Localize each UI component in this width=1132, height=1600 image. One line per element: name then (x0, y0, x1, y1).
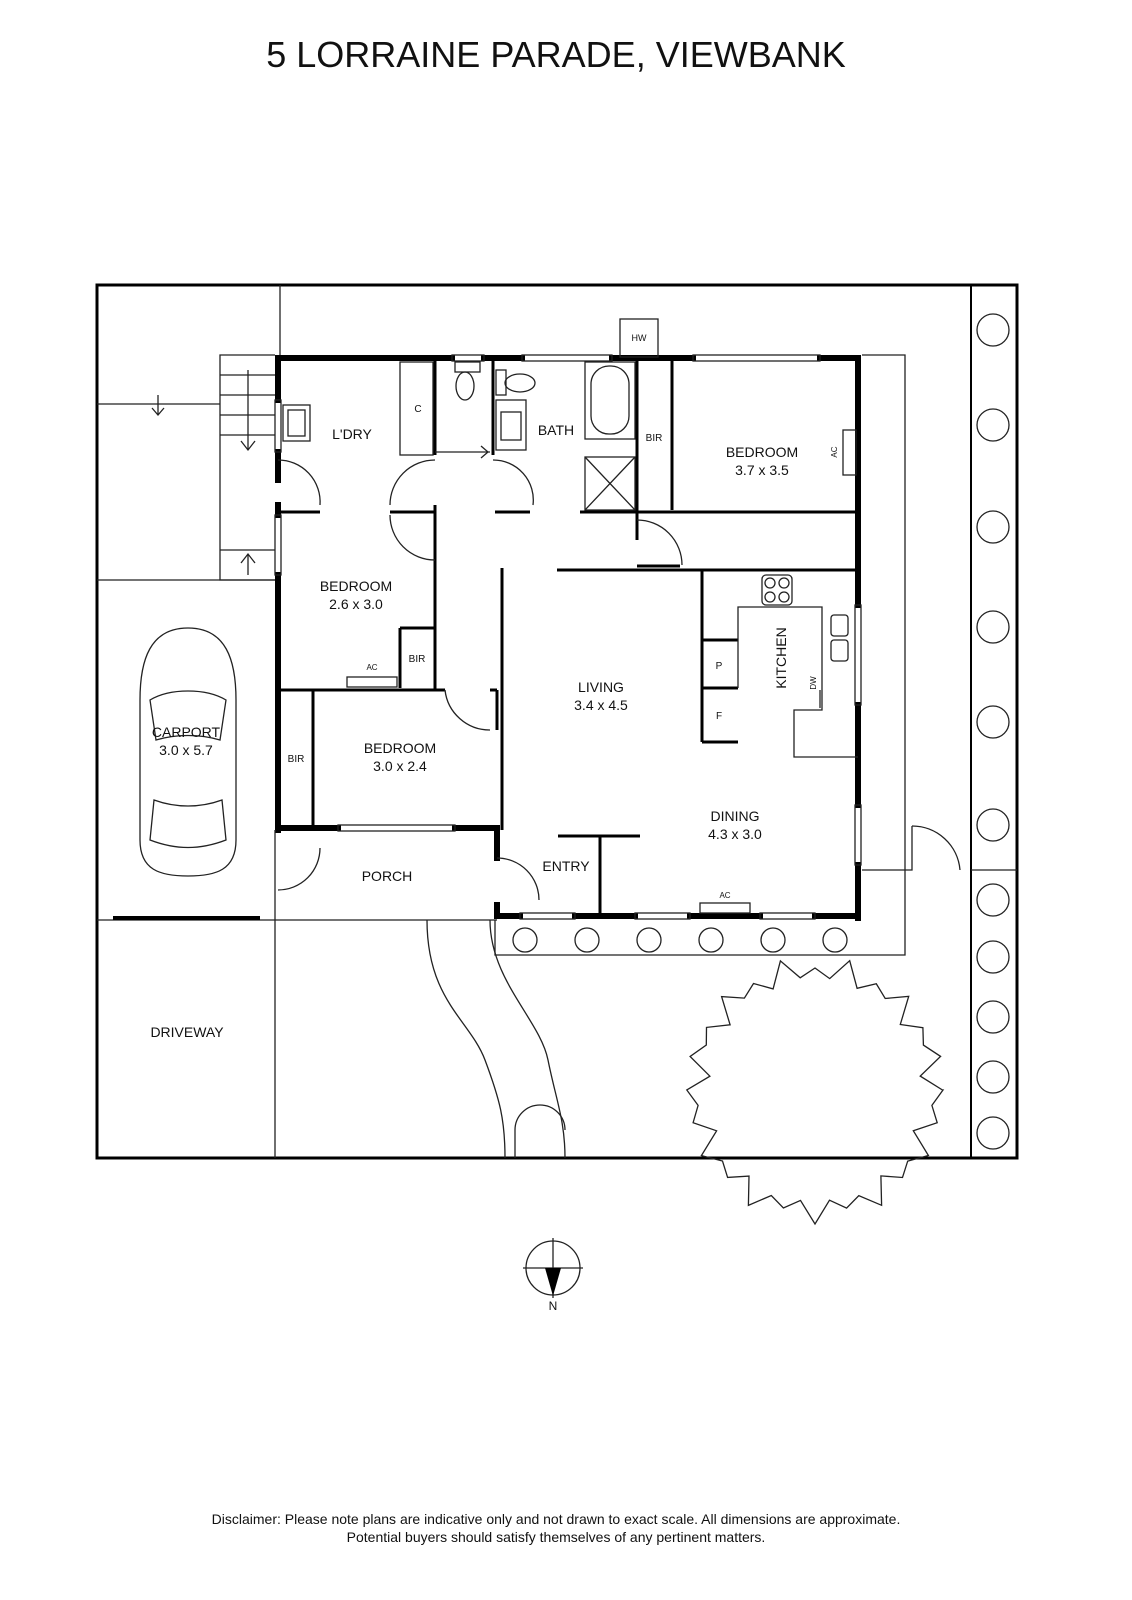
porch-label: PORCH (362, 868, 413, 884)
living-size: 3.4 x 4.5 (574, 697, 628, 713)
living-label: LIVING (578, 679, 624, 695)
laundry-label: L'DRY (332, 426, 372, 442)
dining-label: DINING (711, 808, 760, 824)
hedge-trees (512, 313, 1010, 1150)
bedroom-3-size: 3.0 x 2.4 (373, 758, 427, 774)
dining-size: 4.3 x 3.0 (708, 826, 762, 842)
lot-boundary (95, 283, 1019, 1160)
disclaimer-line-1: Disclaimer: Please note plans are indica… (212, 1511, 901, 1527)
large-tree-icon (685, 959, 945, 1226)
bir-label: BIR (409, 654, 426, 665)
bedroom-main-size: 3.7 x 3.5 (735, 462, 789, 478)
north-compass-icon (523, 1238, 583, 1298)
tree-icon (976, 808, 1010, 842)
entry-label: ENTRY (542, 858, 590, 874)
tree-icon (636, 927, 662, 953)
tree-icon (976, 1060, 1010, 1094)
disclaimer-line-2: Potential buyers should satisfy themselv… (347, 1529, 766, 1545)
tree-icon (976, 610, 1010, 644)
bath-label: BATH (538, 422, 574, 438)
bedroom-3-label: BEDROOM (364, 740, 436, 756)
tree-icon (760, 927, 786, 953)
tree-icon (976, 940, 1010, 974)
tree-icon (976, 408, 1010, 442)
bedroom-2-size: 2.6 x 3.0 (329, 596, 383, 612)
tree-icon (574, 927, 600, 953)
carport-label: CARPORT (152, 724, 221, 740)
pantry-label: P (716, 661, 723, 672)
tree-icon (976, 1116, 1010, 1150)
ac-label: AC (719, 891, 730, 900)
car-icon (139, 627, 237, 877)
dishwasher-label: DW (809, 676, 818, 690)
tree-icon (976, 510, 1010, 544)
tree-icon (976, 883, 1010, 917)
fridge-label: F (716, 711, 722, 722)
stairs (151, 354, 275, 581)
tree-icon (512, 927, 538, 953)
house-walls (274, 318, 862, 921)
cupboard-label: C (414, 404, 421, 415)
tree-icon (976, 313, 1010, 347)
tree-icon (976, 1000, 1010, 1034)
bedroom-2-label: BEDROOM (320, 578, 392, 594)
ac-label: AC (830, 446, 839, 457)
ac-label: AC (366, 663, 377, 672)
compass-label: N (549, 1299, 558, 1313)
driveway-label: DRIVEWAY (150, 1024, 224, 1040)
bir-label: BIR (288, 754, 305, 765)
bir-label: BIR (646, 433, 663, 444)
hot-water-label: HW (632, 333, 647, 343)
carport-size: 3.0 x 5.7 (159, 742, 213, 758)
plan-title: 5 LORRAINE PARADE, VIEWBANK (266, 34, 845, 75)
tree-icon (822, 927, 848, 953)
tree-icon (976, 705, 1010, 739)
tree-icon (698, 927, 724, 953)
bedroom-main-label: BEDROOM (726, 444, 798, 460)
kitchen-label: KITCHEN (773, 627, 789, 688)
